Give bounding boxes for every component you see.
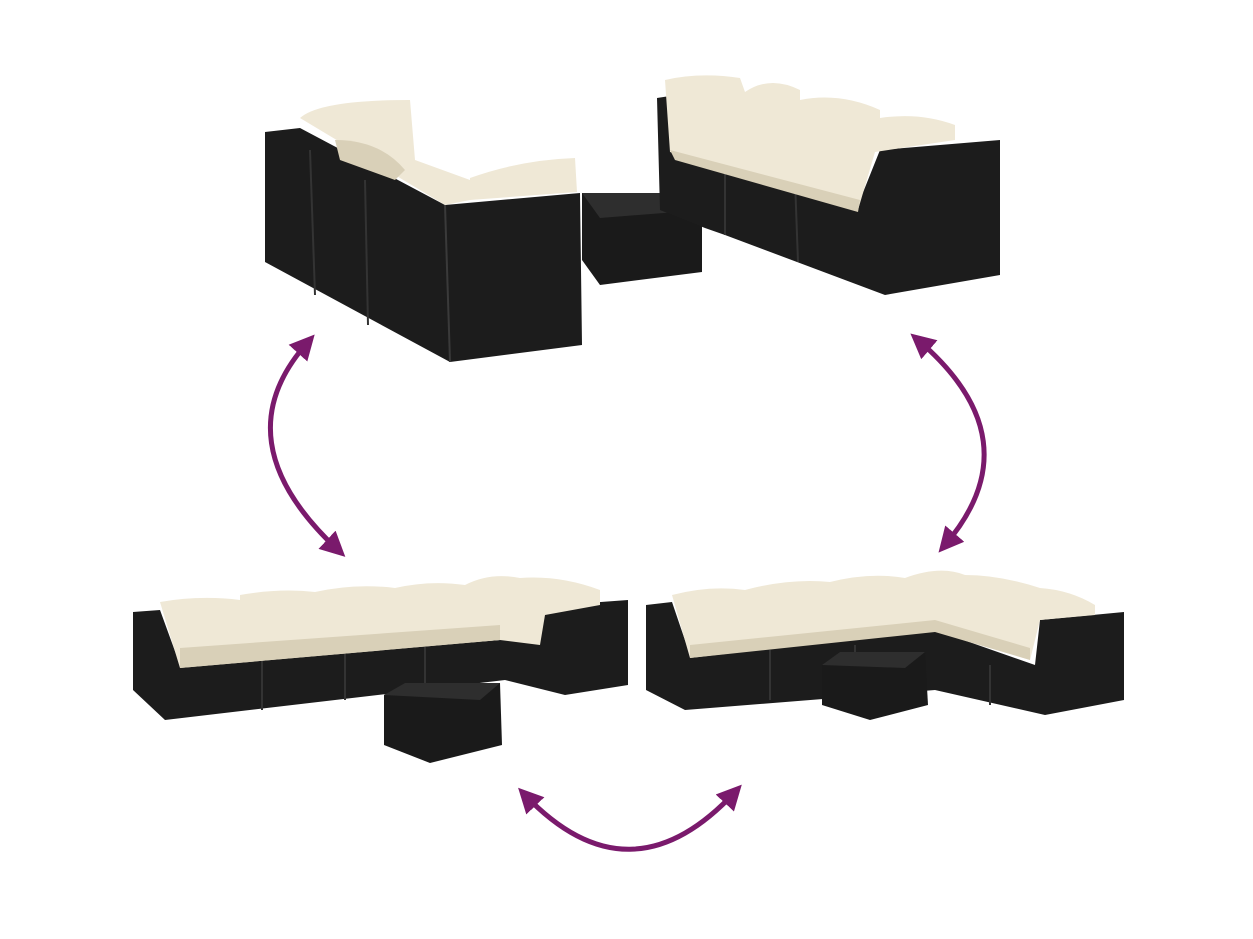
arrow-right [910, 333, 987, 553]
bottom-left-sofa-set [133, 576, 628, 763]
bottom-right-sofa-set [646, 570, 1124, 720]
arrow-bottom [518, 784, 742, 852]
top-right-sofa-set [657, 75, 1000, 295]
arrow-left [267, 334, 346, 557]
top-left-sofa-set [265, 100, 702, 363]
